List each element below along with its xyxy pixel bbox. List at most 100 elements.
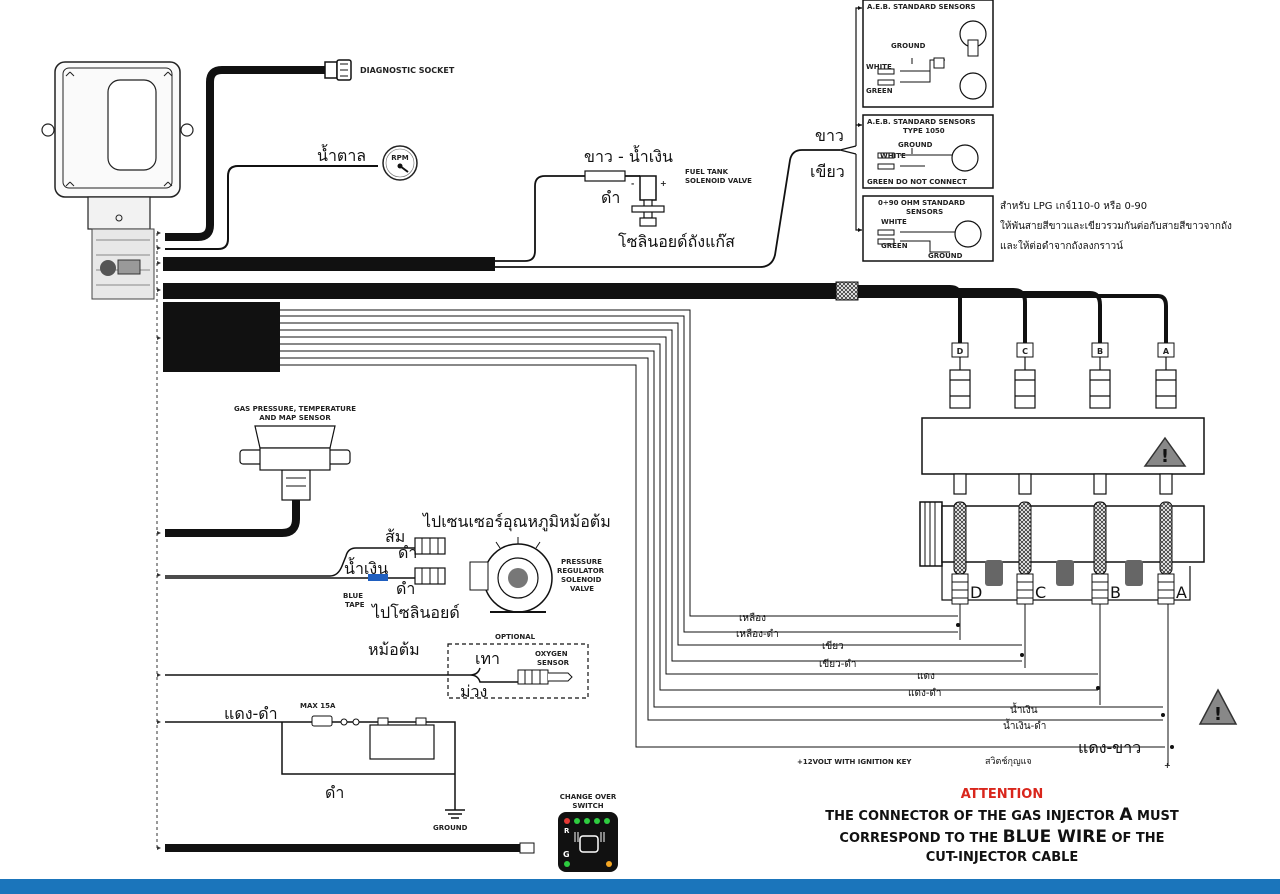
pressure-regulator-icon <box>469 537 553 613</box>
lpg-note-1: สำหรับ LPG เกจ์110-0 หรือ 0-90 <box>1000 200 1147 212</box>
map-sensor-label-1: GAS PRESSURE, TEMPERATURE <box>234 405 356 413</box>
box2-title-1: A.E.B. STANDARD SENSORS <box>867 118 976 126</box>
regulator-connectors <box>414 537 446 585</box>
change-over-switch-icon[interactable] <box>558 812 618 872</box>
cut-injector-harness <box>163 302 280 372</box>
optional-box <box>447 643 589 699</box>
blue-black-wire-label: น้ำเงิน-ดำ <box>1003 718 1046 732</box>
box2-white: WHITE <box>880 152 906 160</box>
attention-line-1: THE CONNECTOR OF THE GAS INJECTOR A MUST <box>825 805 1179 825</box>
warning-icon-2: ! <box>1198 688 1238 725</box>
rpm-label: RPM <box>391 154 409 162</box>
petrol-injector-b: B <box>1110 583 1121 602</box>
grey-wire-label: เทา <box>475 649 500 668</box>
fuel-tank-label-1: FUEL TANK <box>685 168 729 176</box>
box3-title-1: 0÷90 OHM STANDARD <box>878 199 965 207</box>
switch-r-label: R <box>564 827 570 835</box>
sensor-box-standard <box>862 0 994 108</box>
injector-drop-wires <box>959 604 1169 765</box>
diagnostic-socket-cable <box>165 59 352 241</box>
black-wire-label-2: ดำ <box>396 579 415 598</box>
ground-label: GROUND <box>433 824 468 832</box>
to-temp-sensor-label: ไปเซนเซอร์อุณหภูมิหม้อต้ม <box>421 512 611 532</box>
cut-injector-wires <box>280 309 1165 748</box>
changeover-label-2: SWITCH <box>572 802 603 810</box>
attention-line-1c: MUST <box>1132 809 1178 824</box>
attention-line-2b: BLUE WIRE <box>1003 827 1107 847</box>
ignition-plus-label: + <box>1164 761 1171 770</box>
petrol-injector-d: D <box>970 583 982 602</box>
fuel-plus-label: + <box>660 179 667 188</box>
ground-icon <box>445 809 465 819</box>
box1-title: A.E.B. STANDARD SENSORS <box>867 3 976 11</box>
switch-cable-plug <box>519 842 535 854</box>
to-solenoid-label-1: ไปโซลินอยด์ <box>370 603 460 622</box>
pressure-label-2: REGULATOR <box>557 567 605 575</box>
changeover-label-1: CHANGE OVER <box>560 793 617 801</box>
petrol-injector-a: A <box>1176 583 1187 602</box>
red-black-wire-label: แดง-ดำ <box>224 704 278 723</box>
cut-symbols <box>956 623 1174 749</box>
green-th-label: เขียว <box>810 162 845 181</box>
sensor-box-1050 <box>862 114 994 189</box>
white-th-label: ขาว <box>815 126 844 145</box>
black-wire-label-1: ดำ <box>398 543 417 562</box>
switch-g-label: G <box>563 850 570 859</box>
pressure-label-1: PRESSURE <box>561 558 602 566</box>
yellow-wire-label: เหลือง <box>739 612 766 624</box>
to-solenoid-label-2: หม้อต้ม <box>368 640 420 659</box>
oxygen-label-1: OXYGEN <box>535 650 568 658</box>
footer-bar <box>0 879 1280 894</box>
lpg-note-2: ให้พันสายสีขาวและเขียวรวมกันต่อกับสายสีข… <box>1000 220 1232 232</box>
badge-c: C <box>1022 347 1028 356</box>
injector-wires <box>858 285 1168 343</box>
level-sensor-wire <box>495 149 840 268</box>
diagnostic-socket-label: DIAGNOSTIC SOCKET <box>360 66 455 75</box>
fuel-tank-solenoid-icon <box>584 170 665 227</box>
green-black-wire-label: เขียว-ดำ <box>819 658 856 670</box>
blue-th-label: น้ำเงิน <box>344 557 388 578</box>
tank-solenoid-th-label: โซลินอยด์ถังแก๊ส <box>618 232 735 251</box>
blue-tape-label-2: TAPE <box>345 601 365 609</box>
regulator-temp-wire <box>165 547 415 577</box>
ignition-label: +12VOLT WITH IGNITION KEY <box>797 758 912 766</box>
box2-title-2: TYPE 1050 <box>903 127 945 135</box>
oxygen-wire <box>165 667 518 683</box>
badge-a: A <box>1163 347 1170 356</box>
map-sensor-label-2: AND MAP SENSOR <box>259 414 331 422</box>
attention-line-1a: THE CONNECTOR OF THE GAS INJECTOR <box>825 809 1119 824</box>
rpm-gauge-icon <box>382 145 418 181</box>
green-wire-label: เขียว <box>822 640 844 652</box>
box3-green: GREEN <box>881 242 908 250</box>
power-wire <box>165 721 456 810</box>
box3-title-2: SENSORS <box>906 208 943 216</box>
oxygen-sensor-icon <box>517 669 573 685</box>
level-sensor-bracket <box>839 7 862 231</box>
purple-wire-label: ม่วง <box>460 682 487 701</box>
injector-connectors <box>949 357 1177 409</box>
injector-letter-badges <box>951 342 1175 358</box>
petrol-injectors <box>951 573 1175 605</box>
fuel-tank-wire <box>495 175 640 262</box>
red-white-wire-label: แดง-ขาว <box>1078 738 1141 757</box>
injector-nozzles <box>953 473 1173 495</box>
box2-ground: GROUND <box>898 141 933 149</box>
ecu-unit <box>41 61 194 300</box>
white-blue-wire-label: ขาว - น้ำเงิน <box>584 145 673 166</box>
orange-wire-label: ส้ม <box>385 527 405 546</box>
blue-tape-label-1: BLUE <box>343 592 363 600</box>
blue-tape <box>368 574 388 581</box>
optional-label: OPTIONAL <box>495 633 536 641</box>
svg-text:!: ! <box>1214 704 1222 725</box>
max15a-label: MAX 15A <box>300 702 336 710</box>
blue-wire-label: น้ำเงิน <box>1010 702 1038 716</box>
red-black-wire-label: แดง-ดำ <box>908 688 942 699</box>
red-wire-label: แดง <box>917 671 935 682</box>
box1-white: WHITE <box>866 63 892 71</box>
fuel-minus-label: - <box>631 179 634 188</box>
box1-ground: GROUND <box>891 42 926 50</box>
fuel-tank-label-2: SOLENOID VALVE <box>685 177 752 185</box>
injector-cable <box>163 283 838 299</box>
attention-line-2a: CORRESPOND TO THE <box>839 831 1002 846</box>
